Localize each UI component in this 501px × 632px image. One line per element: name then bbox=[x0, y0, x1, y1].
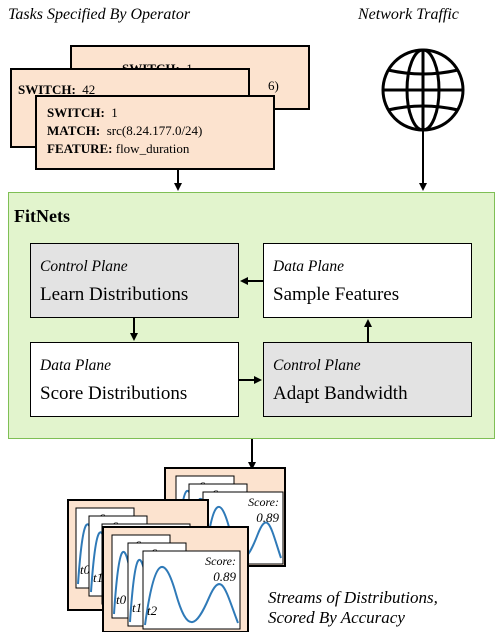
time-label: t2 bbox=[147, 603, 158, 618]
adapt-bandwidth-label: Adapt Bandwidth bbox=[273, 383, 408, 404]
task-card-front-feature: FEATURE: flow_duration bbox=[47, 141, 190, 156]
traffic-caption: Network Traffic bbox=[358, 6, 459, 23]
score-value: 0.89 bbox=[256, 510, 279, 525]
adapt-bandwidth-box: Control Plane Adapt Bandwidth bbox=[263, 342, 472, 417]
task-card-front bbox=[35, 95, 275, 170]
sample-features-plane: Data Plane bbox=[273, 258, 345, 275]
sample-features-label: Sample Features bbox=[273, 284, 400, 305]
time-label: t0 bbox=[80, 562, 91, 577]
streams-caption-line1: Streams of Distributions, bbox=[268, 588, 438, 607]
score-label: Score: bbox=[248, 495, 279, 509]
learn-distributions-plane: Control Plane bbox=[40, 258, 128, 275]
time-label: t1 bbox=[93, 570, 103, 585]
flow-arrows bbox=[130, 130, 427, 470]
score-distributions-plane: Data Plane bbox=[40, 357, 112, 374]
output-stacks: Score:Score:Score:0.89t0Score:t1Score:Sc… bbox=[67, 467, 286, 632]
learn-distributions-box: Control Plane Learn Distributions bbox=[30, 243, 239, 318]
time-label: t1 bbox=[132, 600, 142, 615]
time-label: t0 bbox=[116, 592, 127, 607]
globe-icon bbox=[381, 48, 465, 132]
score-distributions-label: Score Distributions bbox=[40, 383, 188, 404]
score-value: 0.89 bbox=[213, 569, 236, 584]
task-card-front-match: MATCH: src(8.24.177.0/24) bbox=[47, 123, 203, 138]
fitnets-title: FitNets bbox=[14, 206, 70, 226]
task-card-back-partial: 6) bbox=[268, 78, 279, 93]
tasks-caption: Tasks Specified By Operator bbox=[8, 6, 191, 23]
distribution-curve bbox=[144, 565, 239, 626]
score-distributions-box: Data Plane Score Distributions bbox=[30, 342, 239, 417]
plot-card: t2 Score:0.89 bbox=[142, 550, 241, 630]
adapt-bandwidth-plane: Control Plane bbox=[273, 357, 361, 374]
score-label: Score: bbox=[205, 554, 236, 568]
sample-features-box: Data Plane Sample Features bbox=[263, 243, 472, 318]
learn-distributions-label: Learn Distributions bbox=[40, 284, 189, 305]
task-card-front-switch: SWITCH: 1 bbox=[47, 105, 118, 120]
task-card-middle-switch: SWITCH: 42 bbox=[18, 82, 96, 97]
streams-caption-line2: Scored By Accuracy bbox=[268, 608, 405, 627]
